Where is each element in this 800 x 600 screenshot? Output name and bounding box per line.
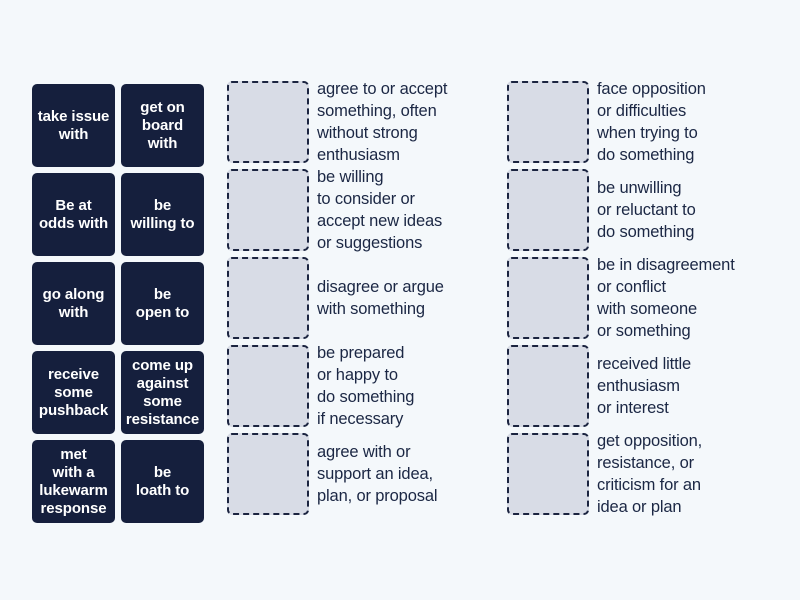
definition-text: be in disagreement or conflict with some… (597, 256, 735, 340)
drop-target[interactable] (507, 433, 589, 515)
answer-row: be prepared or happy to do something if … (227, 342, 482, 430)
drop-target[interactable] (227, 433, 309, 515)
drop-target[interactable] (507, 257, 589, 339)
draggable-tile[interactable]: go along with (32, 262, 115, 345)
drop-target[interactable] (227, 81, 309, 163)
tile-label: be willing to (130, 196, 195, 232)
definition-text: be willing to consider or accept new ide… (317, 168, 443, 252)
tile-label: get on board with (140, 98, 185, 152)
tile-label: be loath to (135, 463, 190, 499)
answer-row: disagree or argue with something (227, 254, 482, 342)
answer-row: get opposition, resistance, or criticism… (507, 430, 772, 518)
answer-row: face opposition or difficulties when try… (507, 78, 772, 166)
answer-column-right: face opposition or difficulties when try… (507, 78, 772, 518)
answer-row: agree with or support an idea, plan, or … (227, 430, 482, 518)
definition-text: agree with or support an idea, plan, or … (317, 443, 438, 505)
definition-text: be prepared or happy to do something if … (317, 344, 415, 428)
tile-label: be open to (135, 285, 190, 321)
draggable-tile[interactable]: be willing to (121, 173, 204, 256)
answer-row: agree to or accept something, often with… (227, 78, 482, 166)
drop-target[interactable] (227, 169, 309, 251)
tile-label: met with a lukewarm response (39, 445, 108, 517)
draggable-tile[interactable]: come up against some resistance (121, 351, 204, 434)
definition-text: get opposition, resistance, or criticism… (597, 432, 703, 516)
answer-row: be in disagreement or conflict with some… (507, 254, 772, 342)
tile-label: Be at odds with (38, 196, 109, 232)
draggable-tile[interactable]: take issue with (32, 84, 115, 167)
tile-label: come up against some resistance (125, 356, 200, 428)
definition-text: face opposition or difficulties when try… (597, 80, 706, 164)
drop-target[interactable] (507, 345, 589, 427)
drop-target[interactable] (507, 169, 589, 251)
answer-column-left: agree to or accept something, often with… (227, 78, 482, 518)
tile-label: take issue with (37, 107, 110, 143)
draggable-tile[interactable]: be loath to (121, 440, 204, 523)
definition-text: received little enthusiasm or interest (597, 355, 692, 417)
definition-text: disagree or argue with something (317, 278, 444, 318)
answer-row: received little enthusiasm or interest (507, 342, 772, 430)
tile-label: go along with (42, 285, 105, 321)
answer-row: be willing to consider or accept new ide… (227, 166, 482, 254)
draggable-tile[interactable]: receive some pushback (32, 351, 115, 434)
draggable-tile[interactable]: get on board with (121, 84, 204, 167)
drop-target[interactable] (227, 345, 309, 427)
definition-text: be unwilling or reluctant to do somethin… (597, 179, 696, 241)
answer-row: be unwilling or reluctant to do somethin… (507, 166, 772, 254)
drop-target[interactable] (227, 257, 309, 339)
draggable-tile[interactable]: Be at odds with (32, 173, 115, 256)
drop-target[interactable] (507, 81, 589, 163)
tile-label: receive some pushback (38, 365, 109, 419)
draggable-tile[interactable]: met with a lukewarm response (32, 440, 115, 523)
draggable-tile[interactable]: be open to (121, 262, 204, 345)
definition-text: agree to or accept something, often with… (317, 80, 448, 164)
draggable-tile-bank: take issue with get on board with Be at … (32, 84, 204, 523)
